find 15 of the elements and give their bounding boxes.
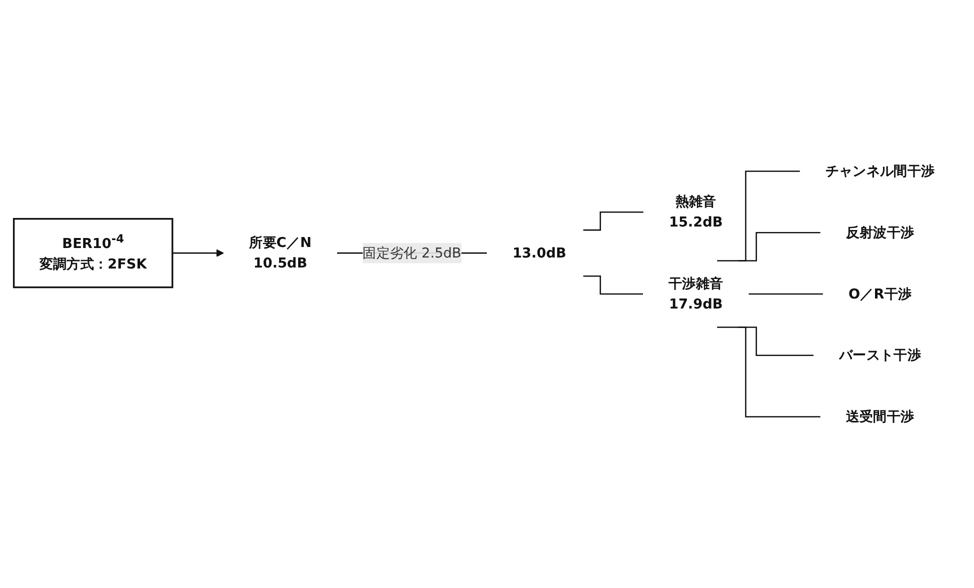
- connector-line: [748, 293, 823, 295]
- connector-line: [583, 275, 643, 295]
- value-label: チャンネル間干渉: [825, 162, 935, 179]
- arrow: [172, 249, 224, 257]
- value-label: 送受間干渉: [846, 408, 914, 424]
- connector-line: [583, 212, 644, 231]
- connector-line: [738, 232, 820, 262]
- value-label: 干渉雑音 17.9dB: [668, 275, 724, 312]
- value-label: 13.0dB: [512, 244, 566, 261]
- value-label: 熱雑音 15.2dB: [668, 193, 723, 230]
- value-label: O／R干渉: [848, 285, 912, 302]
- connector-line: [717, 326, 820, 418]
- value-label: 所要C／N 10.5dB: [249, 234, 312, 271]
- value-label: 反射波干渉: [846, 224, 914, 240]
- connector-line: [717, 170, 800, 262]
